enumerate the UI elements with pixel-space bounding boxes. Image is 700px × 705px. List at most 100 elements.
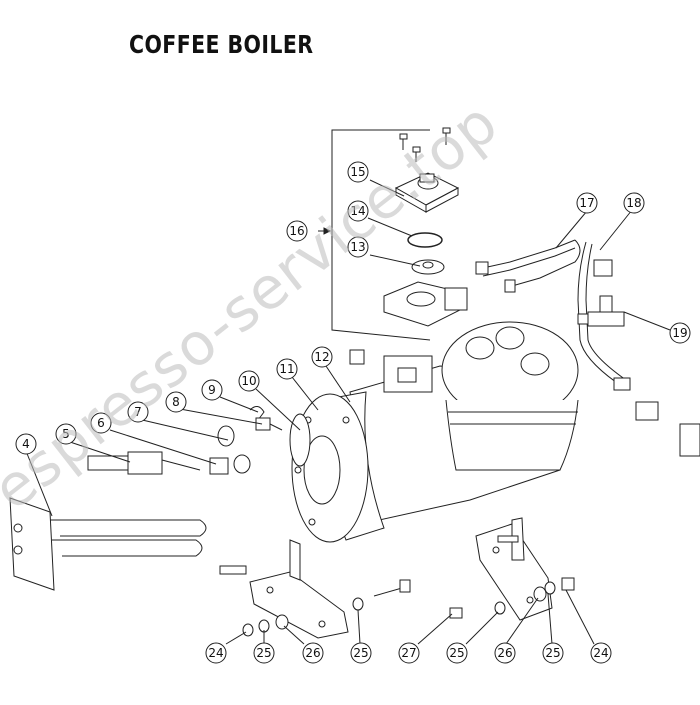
callout-label: 27	[401, 646, 416, 660]
callout-27: 27	[398, 642, 420, 664]
callout-label: 4	[22, 437, 30, 451]
callout-17: 17	[576, 192, 598, 214]
part-15-cover	[394, 172, 460, 213]
callout-circle	[55, 423, 77, 445]
right-bracket	[475, 517, 553, 621]
part-10-gasket	[289, 413, 311, 467]
callout-5: 5	[55, 423, 77, 445]
callout-25: 25	[350, 642, 372, 664]
boiler-dome	[441, 321, 579, 471]
callout-circle	[90, 412, 112, 434]
callout-label: 6	[97, 416, 105, 430]
callout-24: 24	[205, 642, 227, 664]
callout-circle	[350, 642, 372, 664]
callout-26: 26	[494, 642, 516, 664]
callout-circle	[669, 322, 691, 344]
callout-label: 9	[208, 383, 216, 397]
boiler-connector	[349, 349, 433, 393]
pump-body	[383, 281, 468, 327]
callout-circle	[347, 236, 369, 258]
callout-circle	[576, 192, 598, 214]
screw-parts	[399, 127, 451, 162]
callout-11: 11	[276, 358, 298, 380]
part-8-sensor	[255, 417, 283, 431]
callout-circle	[165, 391, 187, 413]
callout-label: 25	[449, 646, 464, 660]
part-19-tee	[577, 295, 625, 327]
callout-circle	[15, 433, 37, 455]
callout-circle	[276, 358, 298, 380]
callout-circle	[623, 192, 645, 214]
callout-25: 25	[253, 642, 275, 664]
callout-label: 25	[353, 646, 368, 660]
callout-label: 26	[497, 646, 512, 660]
part-6-nut	[209, 457, 229, 475]
part-9-clip	[249, 406, 265, 421]
callout-10: 10	[238, 370, 260, 392]
callout-label: 11	[279, 362, 294, 376]
callout-25: 25	[446, 642, 468, 664]
callout-label: 10	[241, 374, 256, 388]
callout-circle	[494, 642, 516, 664]
leader-lines	[25, 179, 671, 645]
callout-label: 13	[350, 240, 365, 254]
callout-label: 7	[134, 405, 142, 419]
callout-label: 12	[314, 350, 329, 364]
right-edge-fittings	[613, 377, 700, 457]
callout-label: 19	[672, 326, 687, 340]
callout-24: 24	[590, 642, 612, 664]
callout-16: 16	[286, 220, 308, 242]
callout-12: 12	[311, 346, 333, 368]
callout-circle	[542, 642, 564, 664]
callout-8: 8	[165, 391, 187, 413]
hardware-parts	[219, 535, 575, 637]
part-5-probe	[87, 451, 201, 475]
callout-label: 5	[62, 427, 70, 441]
callout-7: 7	[127, 401, 149, 423]
callout-label: 15	[350, 165, 365, 179]
part-14-oring	[407, 232, 443, 248]
callout-group: 4 5 6 7 8 9 10 11 12 13 14 15 16 17 18 19 24 25 26 25 27 25 26…	[15, 161, 691, 664]
callout-circle	[311, 346, 333, 368]
callout-15: 15	[347, 161, 369, 183]
callout-circle	[398, 642, 420, 664]
callout-9: 9	[201, 379, 223, 401]
diagram-title: COFFEE BOILER	[129, 30, 314, 59]
callout-label: 16	[289, 224, 304, 238]
callout-circle	[205, 642, 227, 664]
callout-label: 8	[172, 395, 180, 409]
callout-circle	[347, 161, 369, 183]
callout-label: 24	[208, 646, 223, 660]
callout-6: 6	[90, 412, 112, 434]
part-17-tube	[475, 239, 581, 293]
callout-circle	[446, 642, 468, 664]
part-4-heating-element	[9, 497, 207, 591]
callout-4: 4	[15, 433, 37, 455]
callout-circle	[302, 642, 324, 664]
callout-26: 26	[302, 642, 324, 664]
callout-circle	[253, 642, 275, 664]
callout-circle	[201, 379, 223, 401]
callout-label: 18	[626, 196, 641, 210]
part-13-impeller	[411, 259, 445, 275]
callout-circle	[127, 401, 149, 423]
callout-label: 17	[579, 196, 594, 210]
callout-circle	[238, 370, 260, 392]
callout-14: 14	[347, 200, 369, 222]
callout-19: 19	[669, 322, 691, 344]
callout-label: 14	[350, 204, 365, 218]
callout-18: 18	[623, 192, 645, 214]
group-16-bracket	[318, 129, 431, 341]
callout-circle	[590, 642, 612, 664]
callout-label: 25	[545, 646, 560, 660]
callout-circle	[347, 200, 369, 222]
callout-25: 25	[542, 642, 564, 664]
callout-label: 25	[256, 646, 271, 660]
callout-label: 24	[593, 646, 608, 660]
callout-circle	[286, 220, 308, 242]
left-bracket	[249, 539, 349, 639]
callout-13: 13	[347, 236, 369, 258]
part-7-nut	[217, 425, 251, 474]
